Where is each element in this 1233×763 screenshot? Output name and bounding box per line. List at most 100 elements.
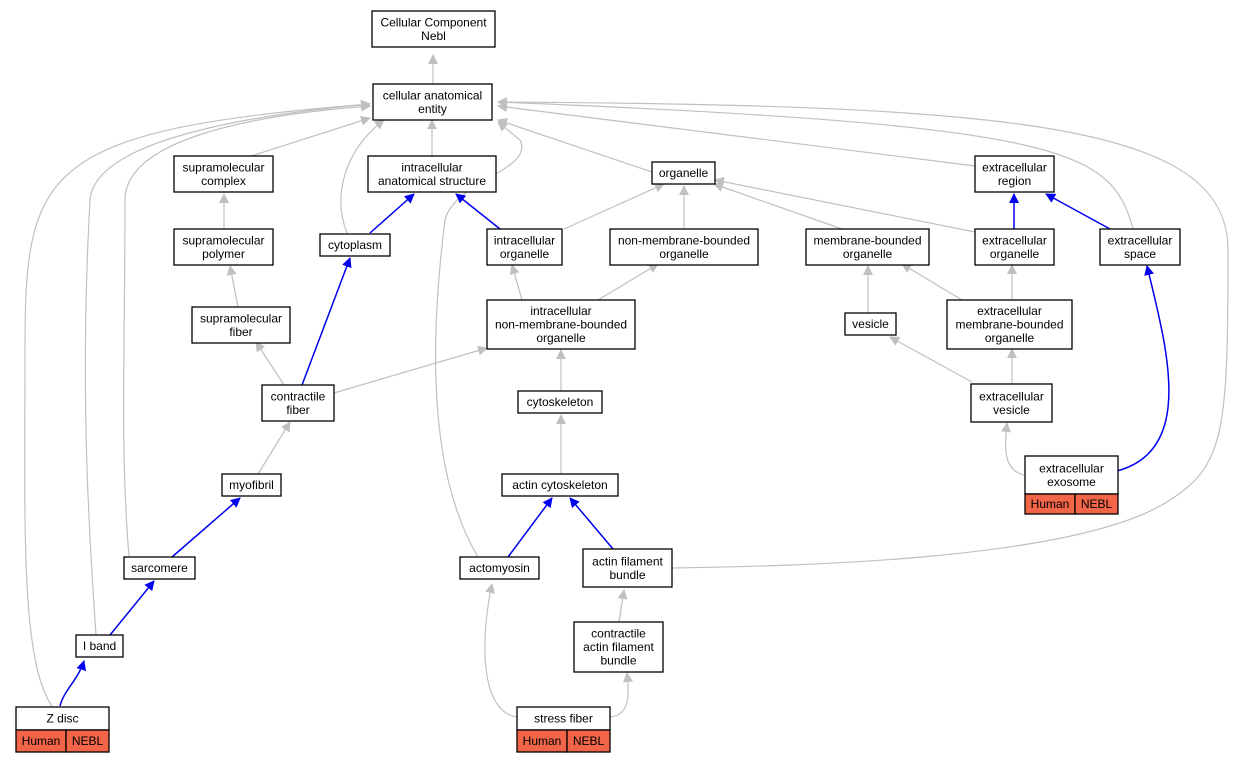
term-cytoskeleton[interactable]: cytoskeleton <box>517 390 603 414</box>
node-label-line: stress fiber <box>534 712 593 726</box>
annotation-species: Human <box>1024 493 1076 515</box>
node-label-line: bundle <box>600 654 636 668</box>
node-label-line: membrane-bounded <box>813 233 921 247</box>
edge-iband-sarc <box>109 580 155 636</box>
edge-ecr-cae <box>497 102 976 167</box>
node-box <box>651 161 716 185</box>
edge-cyto-cae <box>340 119 385 234</box>
edge-ecv-ves <box>889 336 973 383</box>
node-box <box>517 390 603 414</box>
edge-cf-inmbo <box>333 345 488 394</box>
node-label-line: intracellular <box>494 233 555 247</box>
node-label-line: space <box>1124 247 1156 261</box>
svg-text:NEBL: NEBL <box>573 734 605 748</box>
node-box <box>459 556 540 580</box>
node-label-line: organelle <box>536 331 586 345</box>
node-box <box>501 473 619 497</box>
node-label-line: membrane-bounded <box>955 318 1063 332</box>
is-a-edges <box>24 54 1229 718</box>
term-i-band[interactable]: I band <box>75 634 124 658</box>
node-label-line: extracellular <box>977 304 1042 318</box>
edge-sf-caf <box>609 672 633 718</box>
edge-cf-cyto <box>301 257 352 386</box>
node-box <box>974 228 1055 266</box>
annotation-gene: NEBL <box>65 729 110 753</box>
node-label-line: non-membrane-bounded <box>495 318 627 332</box>
node-label-line: cytoplasm <box>328 238 382 252</box>
node-label-line: entity <box>418 102 447 116</box>
node-label-line: exosome <box>1047 475 1096 489</box>
node-label-line: non-membrane-bounded <box>618 233 750 247</box>
node-label-line: sarcomere <box>131 561 188 575</box>
node-label-line: supramolecular <box>182 233 264 247</box>
svg-text:Human: Human <box>22 734 61 748</box>
node-box <box>123 556 196 580</box>
svg-text:Human: Human <box>523 734 562 748</box>
term-organelle[interactable]: organelle <box>651 161 716 185</box>
term-z-disc[interactable]: Z disc <box>15 706 110 731</box>
term-vesicle[interactable]: vesicle <box>844 312 897 336</box>
node-label-line: complex <box>201 174 246 188</box>
node-label-line: extracellular <box>982 233 1047 247</box>
node-label-line: region <box>998 174 1031 188</box>
node-label-line: extracellular <box>1039 461 1104 475</box>
node-box <box>486 299 636 350</box>
term-stress-fiber[interactable]: stress fiber <box>516 706 611 731</box>
part-of-edges <box>59 193 1170 707</box>
node-box <box>173 155 274 193</box>
node-label-line: cellular anatomical <box>383 88 482 102</box>
edge-exo-ecv <box>1001 422 1025 476</box>
edge-sf-actm <box>484 583 518 718</box>
node-box <box>946 299 1073 350</box>
node-label-line: organelle <box>985 331 1035 345</box>
node-label-line: actomyosin <box>469 561 530 575</box>
edge-actm-cae <box>434 121 523 558</box>
node-box <box>844 312 897 336</box>
node-label-line: fiber <box>286 403 309 417</box>
node-box <box>75 634 124 658</box>
node-label-line: intracellular <box>530 304 591 318</box>
term-myofibril[interactable]: myofibril <box>221 473 282 497</box>
node-label-line: fiber <box>229 325 252 339</box>
edge-sarc-myo <box>171 497 241 558</box>
term-actomyosin[interactable]: actomyosin <box>459 556 540 580</box>
node-box <box>609 228 759 266</box>
node-label-line: organelle <box>659 166 709 180</box>
term-cytoplasm[interactable]: cytoplasm <box>319 233 391 257</box>
node-label-line: intracellular <box>401 160 462 174</box>
node-box <box>372 83 493 121</box>
term-intracellular-non-membrane-bounded-organelle[interactable]: intracellularnon-membrane-boundedorganel… <box>486 299 636 350</box>
term-actin-cytoskeleton[interactable]: actin cytoskeleton <box>501 473 619 497</box>
node-label-line: myofibril <box>229 478 274 492</box>
edge-iband-cae <box>84 99 371 636</box>
edge-ecs-ecr <box>1045 193 1111 230</box>
node-label-line: contractile <box>271 389 326 403</box>
node-label-line: Nebl <box>421 29 446 43</box>
annotation-row-z-disc: Human NEBL <box>15 729 110 753</box>
node-label-line: extracellular <box>979 389 1044 403</box>
term-sarcomere[interactable]: sarcomere <box>123 556 196 580</box>
edge-inmbo-nmbo <box>597 263 659 301</box>
node-box <box>367 155 497 193</box>
edge-afb-acsk <box>569 497 614 550</box>
